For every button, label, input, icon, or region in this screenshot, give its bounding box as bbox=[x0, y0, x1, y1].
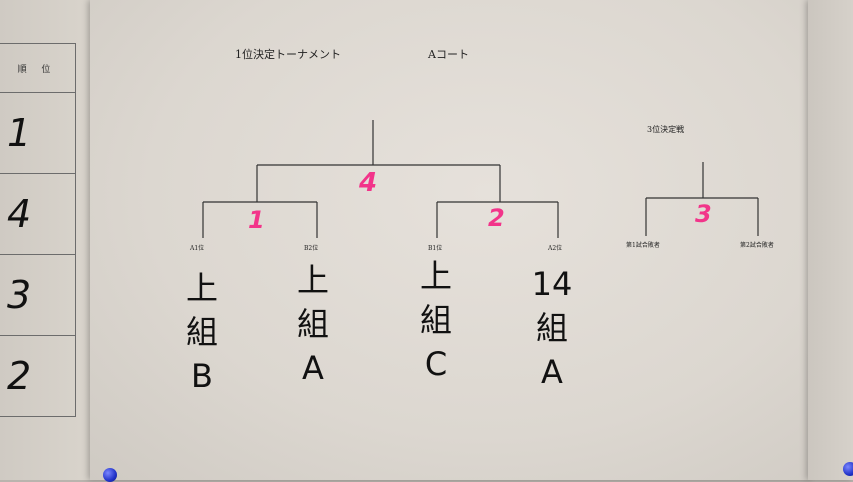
right-paper-sheet bbox=[808, 0, 853, 480]
push-pin-left bbox=[103, 468, 117, 482]
third-slot-label-2: 第2試合敗者 bbox=[740, 242, 774, 249]
slot-label-b1: B1位 bbox=[428, 245, 443, 252]
third-slot-label-1: 第1試合敗者 bbox=[626, 242, 660, 249]
tournament-title: 1位決定トーナメント bbox=[235, 48, 341, 61]
rank-cell-3: 3 bbox=[0, 255, 75, 336]
entry-slot-2: 上 組 A bbox=[296, 261, 329, 387]
slot-label-b2: B2位 bbox=[304, 245, 319, 252]
rank-cell-1: 1 bbox=[0, 93, 75, 174]
match-number-semi-left: 1 bbox=[248, 206, 265, 234]
entry-slot-3: 上 組 C bbox=[419, 257, 452, 383]
push-pin-right bbox=[843, 462, 853, 476]
match-number-semi-right: 2 bbox=[488, 204, 505, 232]
left-paper-sheet: 順 位 1 4 3 2 bbox=[0, 0, 90, 480]
court-label: Aコート bbox=[428, 48, 469, 61]
rank-table-header: 順 位 bbox=[0, 44, 75, 93]
tournament-paper-sheet bbox=[90, 0, 812, 480]
entry-slot-4: 14 組 A bbox=[531, 265, 573, 391]
slot-label-a1: A1位 bbox=[190, 245, 205, 252]
rank-table: 順 位 1 4 3 2 bbox=[0, 43, 76, 417]
rank-cell-4: 2 bbox=[7, 354, 32, 398]
slot-label-a2: A2位 bbox=[548, 245, 563, 252]
match-number-third: 3 bbox=[695, 200, 712, 228]
rank-cell-2: 4 bbox=[0, 174, 75, 255]
match-number-final: 4 bbox=[359, 168, 378, 198]
third-place-title: 3位決定戦 bbox=[647, 125, 685, 134]
entry-slot-1: 上 組 B bbox=[185, 269, 218, 395]
